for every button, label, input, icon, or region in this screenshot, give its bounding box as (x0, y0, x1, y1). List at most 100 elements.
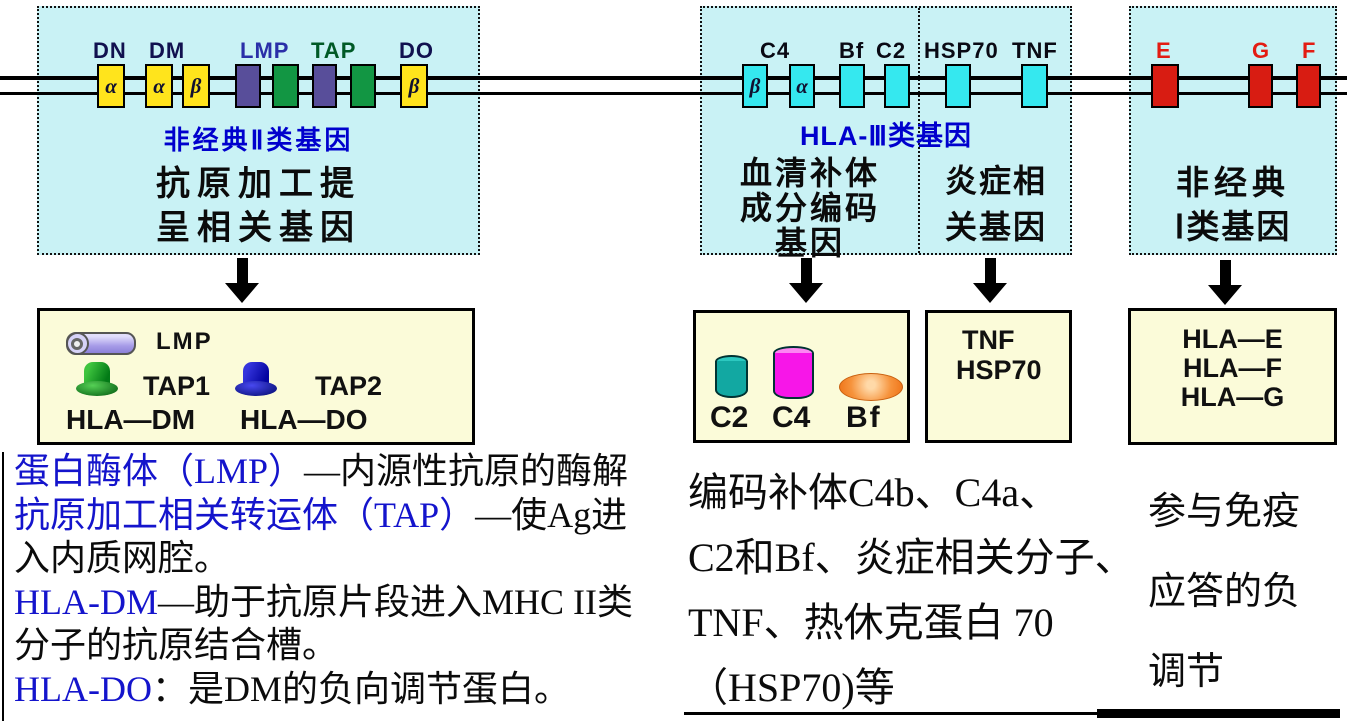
c2-label: C2 (710, 401, 749, 434)
hla-e-text: HLA—E (1182, 324, 1283, 354)
notes-left-border-line (2, 452, 4, 721)
gene-label-c4: C4 (760, 38, 791, 63)
gene-label-tnf: TNF (1012, 38, 1058, 63)
panel-tnf-hsp70: TNF HSP70 (925, 310, 1072, 443)
inflammation-caption-line1: 炎症相 (944, 163, 1047, 199)
gene-letter: α (105, 73, 117, 98)
gene-label-hsp70: HSP70 (924, 38, 999, 63)
gene-label-c2: C2 (876, 38, 907, 63)
gene-letter: α (796, 73, 808, 98)
gene-letter: β (749, 73, 761, 98)
note-line-2: 抗原加工相关转运体（TAP）—使Ag进 (14, 494, 628, 535)
tap2-label: TAP2 (315, 371, 383, 401)
gene-box-tap-2 (350, 64, 376, 108)
down-arrow-complement (789, 258, 823, 303)
inflammation-caption-line2: 关基因 (944, 209, 1047, 245)
class3-label: HLA-Ⅲ类基因 (799, 121, 973, 151)
note-tap-term: 抗原加工相关转运体（TAP） (14, 494, 476, 535)
gene-box-c4-beta: β (742, 64, 768, 108)
gene-box-c4-alpha: α (789, 64, 815, 108)
hla-f-text: HLA—F (1183, 353, 1282, 383)
down-arrow-right (1208, 260, 1242, 305)
region-class3-hla: C4 Bf C2 HSP70 TNF β α HLA-Ⅲ类基因 血清补体 成分编… (700, 6, 1072, 261)
hla-do-label: HLA—DO (240, 404, 368, 435)
note-mid-line-4: （HSP70)等 (688, 665, 895, 710)
gene-label-lmp: LMP (240, 38, 290, 63)
c4-label: C4 (772, 401, 811, 434)
gene-box-c2 (884, 64, 910, 108)
note-mid-line-3: TNF、热休克蛋白 70 (688, 600, 1054, 645)
class1-caption-line2: Ⅰ类基因 (1174, 208, 1292, 245)
hsp70-text: HSP70 (956, 355, 1042, 385)
gene-box-tap-1 (312, 64, 337, 108)
note-line-4: HLA-DM—助于抗原片段进入MHC II类 (14, 581, 633, 622)
gene-box-lmp-1 (235, 64, 261, 108)
notes-antigen-processing: 蛋白酶体（LMP）—内源性抗原的酶解 抗原加工相关转运体（TAP）—使Ag进 入… (14, 450, 633, 711)
gene-label-g: G (1252, 38, 1271, 63)
gene-box-dm-alpha: α (145, 64, 173, 108)
note-line-6: HLA-DO：是DM的负向调节蛋白。 (14, 668, 570, 709)
gene-label-bf: Bf (839, 38, 865, 63)
note-hla-dm-term: HLA-DM (14, 581, 158, 622)
panel-hla-efg: HLA—E HLA—F HLA—G (1128, 308, 1337, 445)
region-class1-nonclassical: E G F 非经典 Ⅰ类基因 (1129, 6, 1337, 255)
gene-letter: α (153, 73, 165, 98)
note-right-line-1: 参与免疫 (1148, 491, 1301, 533)
note-right-line-2: 应答的负 (1148, 571, 1301, 613)
gene-label-do: DO (399, 38, 434, 63)
gene-label-e: E (1156, 38, 1172, 63)
note-mid-line-1: 编码补体C4b、C4a、 (688, 470, 1060, 515)
note-line-1: 蛋白酶体（LMP）—内源性抗原的酶解 (14, 451, 629, 491)
note-mid-line-2: C2和Bf、炎症相关分子、 (688, 535, 1135, 580)
note-line-5: 分子的抗原结合槽。 (14, 625, 339, 665)
class2-nonclassical-label: 非经典Ⅱ类基因 (163, 125, 354, 155)
note-right-line-3: 调节 (1148, 651, 1225, 693)
lmp-label: LMP (156, 328, 213, 355)
hla-dm-label: HLA—DM (66, 404, 196, 435)
region-divider-dotted (918, 8, 920, 253)
gene-box-do-beta: β (400, 64, 428, 108)
note-line-3: 入内质网腔。 (14, 538, 231, 578)
notes-complement: 编码补体C4b、C4a、 C2和Bf、炎症相关分子、 TNF、热休克蛋白 70 … (688, 460, 1135, 720)
region-class2-nonclassical: DN DM LMP TAP DO α α β β 非经典Ⅱ类基因 抗原加工提 呈… (37, 6, 480, 255)
gene-letter: β (408, 73, 420, 98)
notes-negative-regulation: 参与免疫 应答的负 调节 (1148, 472, 1300, 712)
tnf-text: TNF (962, 325, 1015, 355)
gene-box-e (1151, 64, 1179, 108)
lmp-cylinder-icon (66, 332, 136, 355)
tap1-transporter-icon (76, 362, 118, 396)
complement-caption-line1: 血清补体 (739, 155, 880, 191)
bottom-rule-thin (684, 712, 1097, 715)
complement-caption-line2: 成分编码 (739, 190, 880, 226)
gene-label-f: F (1302, 38, 1317, 63)
panel-antigen-processing: LMP TAP1 TAP2 HLA—DM HLA—DO (37, 308, 475, 445)
antigen-processing-caption-line2: 呈相关基因 (156, 209, 361, 247)
gene-box-f (1296, 64, 1321, 108)
complement-caption-line3: 基因 (774, 225, 845, 261)
panel-complement-molecules: C2 C4 Bf (693, 310, 910, 443)
gene-box-tnf (1021, 64, 1048, 108)
down-arrow-inflammation (973, 258, 1007, 303)
gene-label-dm: DM (149, 38, 186, 63)
gene-label-tap: TAP (311, 38, 357, 63)
class1-caption-line1: 非经典 (1176, 164, 1290, 201)
gene-box-hsp70 (945, 64, 971, 108)
tap1-label: TAP1 (143, 371, 211, 401)
gene-box-g (1248, 64, 1273, 108)
bf-ellipse-icon (839, 373, 903, 401)
gene-label-dn: DN (93, 38, 127, 63)
note-lmp-term: 蛋白酶体（LMP） (14, 451, 305, 491)
gene-box-lmp-2 (272, 64, 299, 108)
bottom-rule-thick (1097, 709, 1340, 718)
antigen-processing-caption-line1: 抗原加工提 (156, 165, 361, 203)
bf-label: Bf (846, 401, 882, 434)
gene-letter: β (190, 73, 202, 98)
hla-g-text: HLA—G (1180, 382, 1285, 412)
gene-box-bf (839, 64, 865, 108)
chromosome-line-bottom (0, 92, 1347, 95)
chromosome-line-top (0, 76, 1347, 80)
tap2-transporter-icon (235, 362, 277, 396)
note-hla-do-term: HLA-DO (14, 668, 152, 709)
down-arrow-left (225, 258, 259, 303)
